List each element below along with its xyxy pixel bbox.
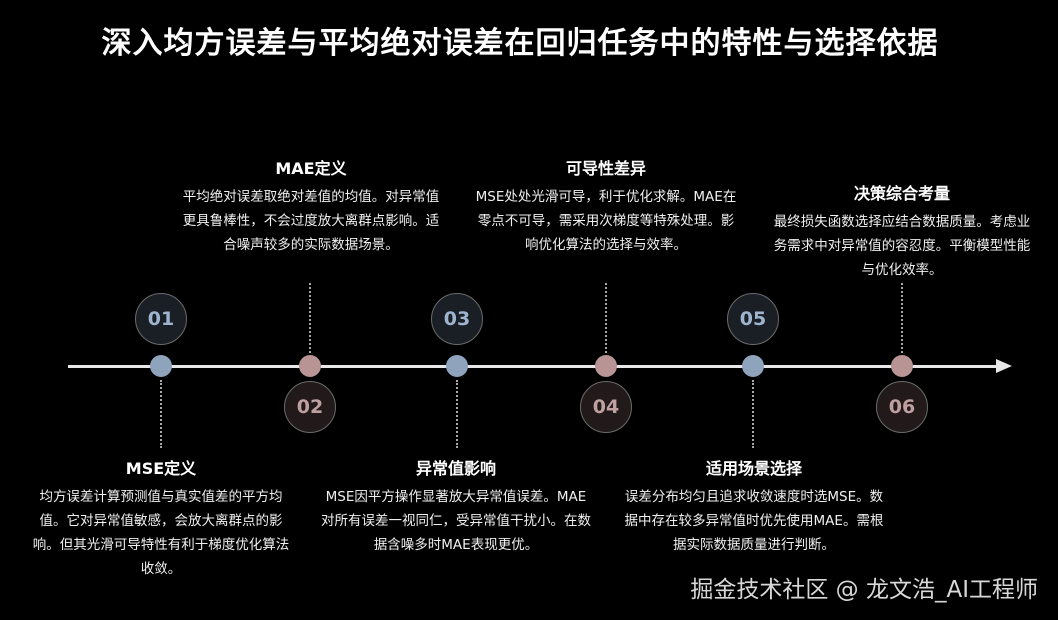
step-description: MSE因平方操作显著放大异常值误差。MAE对所有误差一视同仁，受异常值干扰小。在… [321, 489, 591, 553]
step-title: MSE定义 [125, 459, 197, 478]
step-card-03: 异常值影响 MSE因平方操作显著放大异常值误差。MAE对所有误差一视同仁，受异常… [320, 455, 592, 557]
step-number-06: 06 [876, 381, 928, 433]
timeline-dot-04 [595, 355, 617, 377]
connector-line-03 [456, 380, 458, 448]
step-number-03: 03 [431, 293, 483, 345]
connector-line-06 [901, 283, 903, 353]
timeline-dot-02 [299, 355, 321, 377]
step-title: 异常值影响 [415, 459, 496, 478]
connector-line-05 [752, 380, 754, 448]
step-card-01: MSE定义 均方误差计算预测值与真实值差的平方均值。它对异常值敏感，会放大离群点… [30, 455, 292, 581]
connector-line-02 [309, 283, 311, 353]
step-description: 最终损失函数选择应结合数据质量。考虑业务需求中对异常值的容忍度。平衡模型性能与优… [773, 214, 1031, 278]
step-title: 可导性差异 [565, 159, 646, 178]
timeline-dot-05 [742, 355, 764, 377]
connector-line-01 [160, 380, 162, 448]
timeline-axis [68, 365, 1000, 368]
step-card-02: MAE定义 平均绝对误差取绝对差值的均值。对异常值更具鲁棒性，不会过度放大离群点… [180, 155, 442, 257]
step-description: MSE处处光滑可导，利于优化求解。MAE在零点不可导，需采用次梯度等特殊处理。影… [475, 189, 737, 253]
step-description: 误差分布均匀且追求收敛速度时选MSE。数据中存在较多异常值时优先使用MAE。需根… [624, 489, 884, 553]
step-number-04: 04 [580, 381, 632, 433]
step-card-05: 适用场景选择 误差分布均匀且追求收敛速度时选MSE。数据中存在较多异常值时优先使… [620, 455, 888, 557]
connector-line-04 [605, 283, 607, 353]
timeline-arrow-icon [996, 359, 1012, 373]
step-number-05: 05 [727, 293, 779, 345]
step-card-04: 可导性差异 MSE处处光滑可导，利于优化求解。MAE在零点不可导，需采用次梯度等… [472, 155, 740, 257]
step-number-02: 02 [284, 381, 336, 433]
step-card-06: 决策综合考量 最终损失函数选择应结合数据质量。考虑业务需求中对异常值的容忍度。平… [768, 180, 1036, 282]
page-title: 深入均方误差与平均绝对误差在回归任务中的特性与选择依据 [101, 26, 939, 61]
step-title: 决策综合考量 [853, 184, 950, 203]
step-number-01: 01 [135, 293, 187, 345]
step-description: 平均绝对误差取绝对差值的均值。对异常值更具鲁棒性，不会过度放大离群点影响。适合噪… [182, 189, 440, 253]
step-description: 均方误差计算预测值与真实值差的平方均值。它对异常值敏感，会放大离群点的影响。但其… [32, 489, 290, 577]
timeline-dot-03 [446, 355, 468, 377]
timeline-dot-01 [150, 355, 172, 377]
step-title: 适用场景选择 [705, 459, 802, 478]
step-title: MAE定义 [275, 159, 347, 178]
timeline-dot-06 [891, 355, 913, 377]
watermark: 掘金技术社区 @ 龙文浩_AI工程师 [690, 577, 1038, 603]
